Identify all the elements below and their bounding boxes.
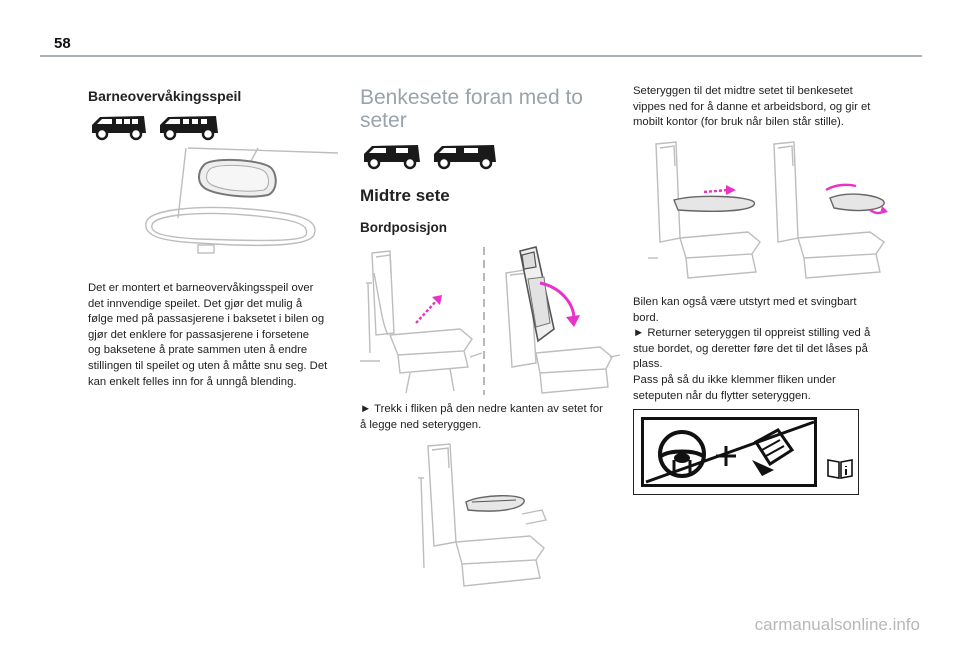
section-heading-middle-seat: Midtre sete [360,186,450,205]
no-airbag-pictogram [641,417,817,487]
watermark: carmanualsonline.info [754,615,920,634]
steering-wheel-icon [658,430,706,478]
van-long-icon [434,145,496,170]
seat-fold-illustration [360,246,621,395]
seat-folding [505,246,621,394]
prohibit-slash [645,420,815,484]
seat-table-illustration [418,443,547,587]
van-short-icon [364,145,420,170]
vehicle-icons-bench [364,145,496,170]
seat-desk-illustration [648,141,888,279]
right-intro: Seteryggen til det midtre setet til benk… [633,85,871,129]
page-number: 58 [54,35,71,52]
van-short-icon [92,116,146,141]
pictogram-svg [645,420,815,484]
fold-instruction: ► Trekk i fliken på den nedre kanten av … [360,403,603,431]
subsection-heading-table-position: Bordposisjon [360,220,447,235]
warning-box [633,409,859,495]
page-title: Benkesete foran med to seter [360,86,583,132]
section-heading-mirror: Barneovervåkingsspeil [88,88,242,104]
mirror-illustration [145,147,339,254]
manual-info-icon [827,459,853,479]
seat-desk-left [648,141,761,279]
vehicle-icons [92,116,218,141]
header-rule [40,55,922,57]
right-description: Bilen kan også være utstyrt med et sving… [633,296,871,402]
mirror-description: Det er montert et barneovervåkingsspeil … [88,282,328,388]
seat-desk-right [773,141,888,279]
van-long-icon [160,116,218,141]
seat-upright [360,250,483,394]
